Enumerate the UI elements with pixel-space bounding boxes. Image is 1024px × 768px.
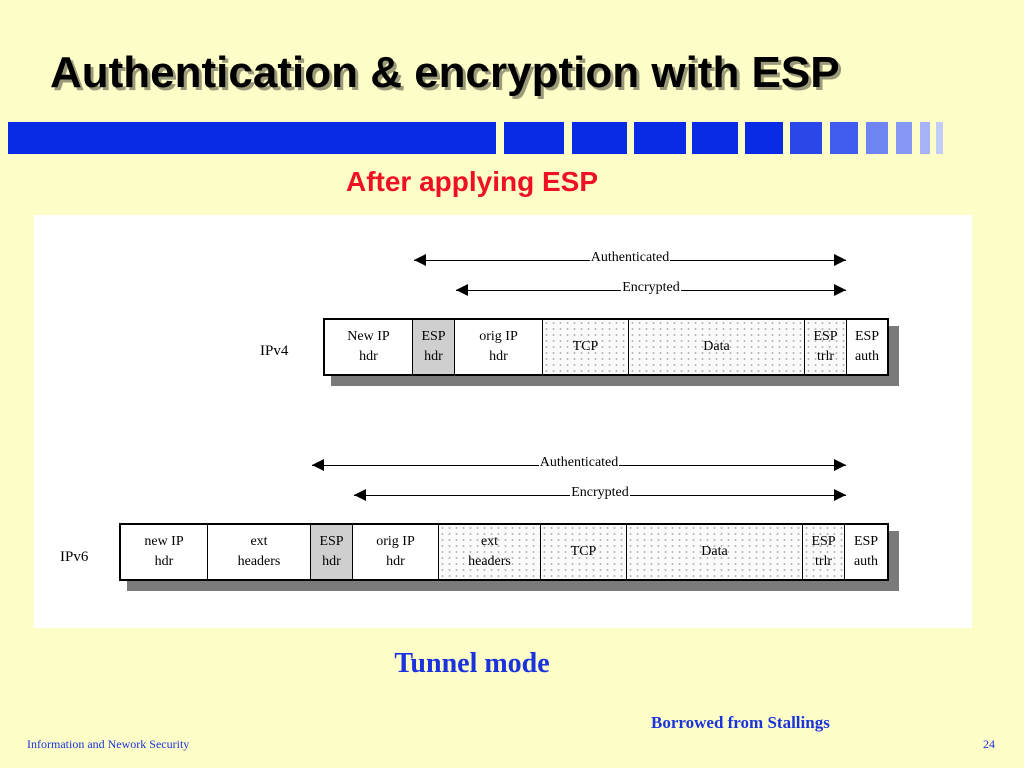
ipv6-esp-trlr-field: ESP trlr [803, 525, 845, 579]
title-bar-segment [866, 122, 888, 154]
ipv4-esp-hdr-field: ESP hdr [413, 320, 455, 374]
ipv4-orig-ip-hdr-field: orig IP hdr [455, 320, 543, 374]
title-bar-segment [920, 122, 930, 154]
ipv4-packet: New IP hdr ESP hdr orig IP hdr TCP Data … [323, 318, 899, 386]
title-bar-segment [504, 122, 564, 154]
ipv4-encrypted-arrow: Encrypted [456, 280, 846, 297]
title-bar-segment [830, 122, 858, 154]
ipv4-tcp-field: TCP [543, 320, 629, 374]
ipv6-encrypted-arrow: Encrypted [354, 485, 846, 502]
ipv4-authenticated-label: Authenticated [589, 250, 671, 265]
ipv6-data-field: Data [627, 525, 803, 579]
title-bar-segment [896, 122, 912, 154]
title-bar-segment [745, 122, 783, 154]
title-bar-segment [692, 122, 738, 154]
ipv4-esp-trlr-field: ESP trlr [805, 320, 847, 374]
esp-diagram: Authenticated Encrypted IPv4 New IP hdr … [34, 215, 972, 628]
title-bar-segment [634, 122, 686, 154]
ipv6-packet: new IP hdr ext headers ESP hdr orig IP h… [119, 523, 899, 591]
footer-course-title: Information and Nework Security [27, 737, 190, 751]
ipv6-orig-ip-hdr-field: orig IP hdr [353, 525, 439, 579]
title-bar-segment [8, 122, 496, 154]
ipv6-label: IPv6 [60, 549, 89, 565]
ipv6-ext-headers-inner-field: ext headers [439, 525, 541, 579]
ipv6-authenticated-arrow: Authenticated [312, 455, 846, 472]
ipv6-ext-headers-field: ext headers [208, 525, 311, 579]
slide-title: Authentication & encryption with ESP [50, 48, 840, 97]
ipv4-label: IPv4 [260, 343, 289, 359]
ipv6-esp-auth-field: ESP auth [853, 534, 879, 569]
ipv6-new-ip-hdr-field: new IP hdr [121, 525, 208, 579]
page-number: 24 [983, 737, 995, 751]
ipv6-authenticated-label: Authenticated [538, 455, 620, 470]
ipv6-encrypted-label: Encrypted [570, 485, 630, 500]
ipv4-encrypted-label: Encrypted [621, 280, 681, 295]
source-credit: Borrowed from Stallings [651, 713, 830, 732]
ipv4-esp-auth-field: ESP auth [854, 329, 880, 364]
ipv4-authenticated-arrow: Authenticated [414, 250, 846, 267]
title-bar-segment [572, 122, 627, 154]
title-bar-segment [936, 122, 943, 154]
ipv6-tcp-field: TCP [541, 525, 627, 579]
ipv4-new-ip-hdr-field: New IP hdr [325, 320, 413, 374]
slide-subtitle: After applying ESP [345, 166, 599, 197]
title-bar-segment [790, 122, 822, 154]
diagram-caption: Tunnel mode [394, 648, 550, 679]
ipv4-data-field: Data [629, 320, 805, 374]
ipv6-esp-hdr-field: ESP hdr [311, 525, 353, 579]
